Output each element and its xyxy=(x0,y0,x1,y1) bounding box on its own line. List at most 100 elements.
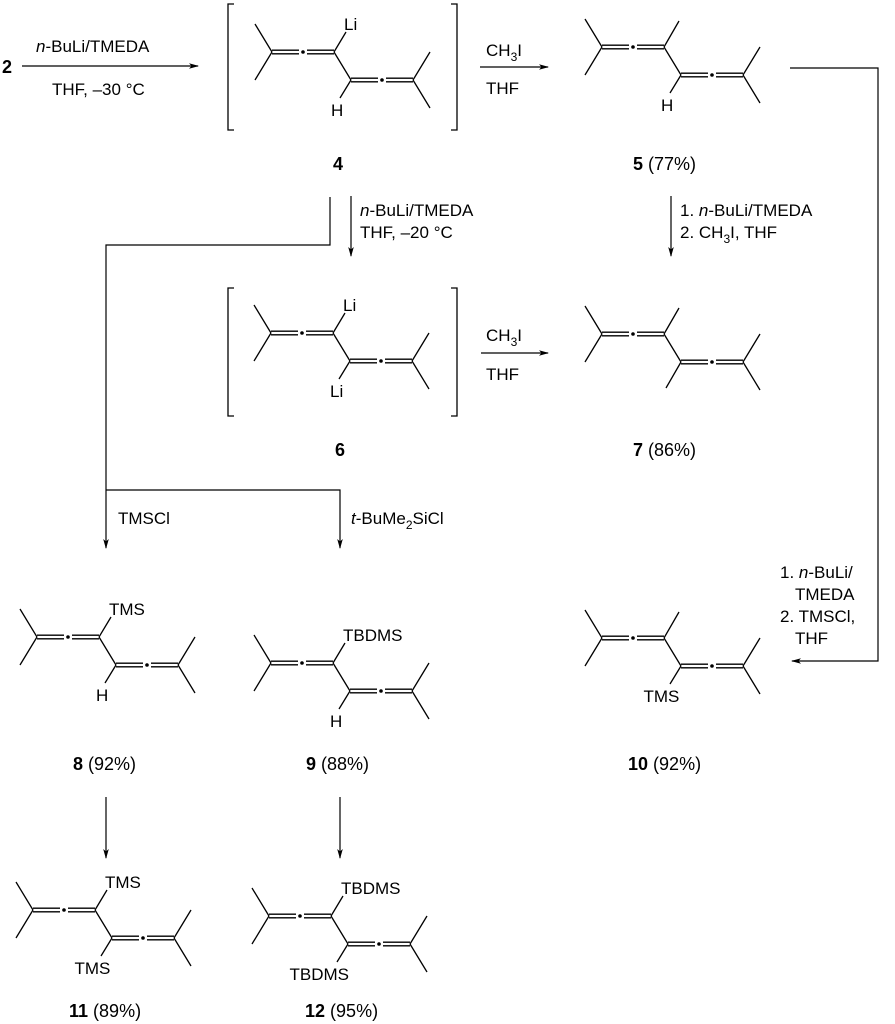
allene-center-dot xyxy=(710,360,714,364)
reagent-5-to-10-line1: 1. n-BuLi/ xyxy=(780,563,853,582)
reagent-4-to-5-bottom: THF xyxy=(486,79,519,98)
reagent-5-to-7-line2: 2. CH3I, THF xyxy=(680,223,777,246)
substituent-bond xyxy=(98,616,112,638)
methyl-bond xyxy=(663,20,680,48)
central-single-bond xyxy=(663,333,682,363)
substituent-bottom-label: H xyxy=(331,101,343,120)
reagent-2-to-4-bottom: THF, –30 °C xyxy=(52,80,145,99)
compound-11-label: 11 (89%) xyxy=(69,1001,141,1021)
compound-10-label: 10 (92%) xyxy=(628,754,701,774)
arrow-4-to-8 xyxy=(103,197,331,549)
bracket-right-4 xyxy=(451,3,458,131)
methyl-bond xyxy=(251,915,270,945)
molecule-10: TMS xyxy=(584,609,761,706)
methyl-bond xyxy=(409,915,428,945)
substituent-top-label: Li xyxy=(344,15,357,34)
methyl-bond xyxy=(742,637,761,667)
methyl-bond xyxy=(411,690,430,720)
molecule-12: TBDMS TBDMS xyxy=(251,879,428,984)
molecule-9: TBDMS H xyxy=(253,626,430,731)
methyl-bond xyxy=(253,332,272,362)
methyl-bond xyxy=(742,333,761,363)
substituent-bottom-label: H xyxy=(96,686,108,705)
allene-center-dot xyxy=(710,664,714,668)
substituent-top-label: Li xyxy=(343,296,356,315)
central-single-bond xyxy=(332,332,351,362)
allene-center-dot xyxy=(380,78,384,82)
substituent-bottom-label: H xyxy=(330,712,342,731)
methyl-bond xyxy=(412,79,431,109)
molecule-7 xyxy=(584,305,761,391)
arrow-5-to-10 xyxy=(790,67,879,664)
molecule-5: H xyxy=(584,18,761,115)
central-single-bond xyxy=(332,662,351,692)
substituent-bottom-label: Li xyxy=(330,382,343,401)
allene-center-dot xyxy=(631,332,635,336)
bracket-left-6 xyxy=(227,287,234,417)
reagent-5-to-10-line3: 2. TMSCl, xyxy=(780,607,855,626)
allene-center-dot xyxy=(300,661,304,665)
substituent-bond xyxy=(104,664,117,684)
methyl-bond xyxy=(665,361,682,389)
compound-8-label: 8 (92%) xyxy=(73,754,136,774)
methyl-bond xyxy=(254,23,273,53)
compound-12-label: 12 (95%) xyxy=(305,1001,378,1021)
central-single-bond xyxy=(94,909,113,939)
allene-center-dot xyxy=(377,942,381,946)
substituent-bond xyxy=(333,31,347,53)
allene-center-dot xyxy=(141,936,145,940)
methyl-bond xyxy=(253,662,272,692)
central-single-bond xyxy=(663,637,682,667)
methyl-bond xyxy=(584,333,603,363)
methyl-bond xyxy=(663,611,680,639)
allene-center-dot xyxy=(379,689,383,693)
methyl-bond xyxy=(584,637,603,667)
molecule-4: LiH xyxy=(254,15,431,120)
reagent-4-to-5-top: CH3I xyxy=(486,41,522,64)
methyl-bond xyxy=(584,46,603,76)
methyl-bond xyxy=(173,909,192,939)
methyl-bond xyxy=(19,608,38,638)
methyl-bond xyxy=(254,51,273,81)
compound-5-label: 5 (77%) xyxy=(633,154,696,174)
compound-2-label: 2 xyxy=(2,57,12,77)
methyl-bond xyxy=(19,636,38,666)
substituent-bottom-label: TMS xyxy=(75,959,111,978)
methyl-bond xyxy=(15,881,34,911)
substituent-bottom-label: H xyxy=(661,96,673,115)
compound-7-label: 7 (86%) xyxy=(633,440,696,460)
methyl-bond xyxy=(584,609,603,639)
allene-center-dot xyxy=(631,636,635,640)
reagent-2-to-4-top: n-BuLi/TMEDA xyxy=(36,37,150,56)
reagent-6-to-7-bottom: THF xyxy=(486,365,519,384)
reagent-6-to-7-top: CH3I xyxy=(486,326,522,349)
substituent-top-label: TBDMS xyxy=(341,879,401,898)
substituent-bond xyxy=(332,642,346,664)
allene-center-dot xyxy=(66,635,70,639)
methyl-bond xyxy=(411,662,430,692)
substituent-top-label: TBDMS xyxy=(343,626,403,645)
reagent-5-to-7-line1: 1. n-BuLi/TMEDA xyxy=(680,201,813,220)
methyl-bond xyxy=(742,46,761,76)
bracket-right-6 xyxy=(451,287,458,417)
reagent-to-8: TMSCl xyxy=(118,509,170,528)
methyl-bond xyxy=(253,304,272,334)
substituent-bottom-label: TMS xyxy=(644,687,680,706)
methyl-bond xyxy=(742,361,761,391)
allene-center-dot xyxy=(298,914,302,918)
methyl-bond xyxy=(251,887,270,917)
substituent-bond xyxy=(330,895,344,917)
substituent-bottom-label: TBDMS xyxy=(290,965,350,984)
methyl-bond xyxy=(412,51,431,81)
central-single-bond xyxy=(330,915,349,945)
methyl-bond xyxy=(584,18,603,48)
arrow-4-to-9 xyxy=(106,489,343,549)
allene-center-dot xyxy=(62,908,66,912)
methyl-bond xyxy=(177,636,196,666)
methyl-bond xyxy=(663,307,680,335)
substituent-bond xyxy=(669,74,682,94)
